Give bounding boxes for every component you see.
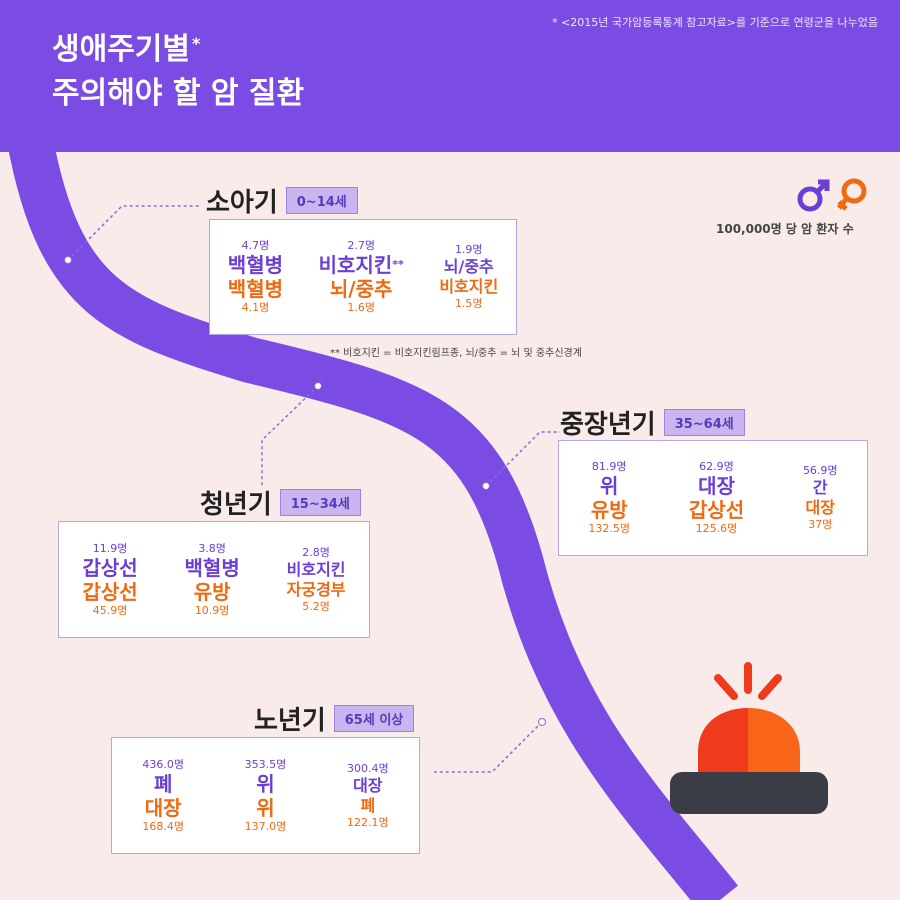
female-disease: 비호지킨 (439, 277, 499, 296)
gender-symbols-icon (797, 178, 867, 212)
abbreviation-footnote: ** 비호지킨 = 비호지킨림프종, 뇌/중추 = 뇌 및 중추신경계 (330, 348, 582, 359)
male-count: 81.9명 (591, 460, 627, 473)
stage-name: 소아기 (206, 188, 278, 218)
female-count: 168.4명 (142, 819, 184, 833)
stage-name: 노년기 (254, 706, 326, 736)
legend-label: 100,000명 당 암 환자 수 (716, 222, 854, 236)
male-disease: 대장 (698, 474, 735, 498)
siren-alarm-icon (670, 662, 828, 814)
rank-3: 300.4명 대장 폐 122.1명 (347, 762, 389, 830)
female-disease: 자궁경부 (286, 579, 346, 599)
male-disease: 갑상선 (82, 555, 138, 580)
male-count: 2.8명 (302, 545, 330, 559)
rank-1: 81.9명 위 유방 132.5명 (588, 460, 630, 536)
female-disease: 뇌/중추 (329, 277, 393, 301)
male-disease: 비호지킨 (286, 559, 346, 579)
male-count: 436.0명 (142, 757, 184, 771)
stage-range-badge: 65세 이상 (333, 705, 415, 732)
female-count: 37명 (808, 518, 833, 531)
female-disease: 유방 (590, 498, 628, 522)
male-disease: 위 (600, 474, 619, 498)
footnote-mark: ** (392, 258, 404, 271)
stage-child-title: 소아기 0~14세 (206, 182, 358, 219)
stage-middle-title: 중장년기 35~64세 (560, 404, 745, 441)
stage-youth-card: 11.9명 갑상선 갑상선 45.9명 3.8명 백혈병 유방 10.9명 2.… (58, 521, 370, 638)
stage-middle-card: 81.9명 위 유방 132.5명 62.9명 대장 갑상선 125.6명 56… (558, 440, 868, 556)
male-symbol-icon (797, 179, 830, 212)
stage-name: 청년기 (200, 490, 272, 520)
male-disease: 비호지킨 (318, 253, 393, 277)
male-count: 4.7명 (241, 239, 270, 252)
male-count: 62.9명 (699, 460, 734, 473)
female-disease: 백혈병 (227, 277, 283, 301)
title-line1: 생애주기별 (52, 32, 190, 67)
male-count: 11.9명 (92, 541, 128, 555)
female-count: 4.1명 (241, 301, 270, 314)
female-count: 125.6명 (695, 522, 738, 535)
stage-senior-card: 436.0명 폐 대장 168.4명 353.5명 위 위 137.0명 300… (111, 737, 420, 854)
rank-1: 11.9명 갑상선 갑상선 45.9명 (82, 542, 137, 618)
rank-2: 2.7명 비호지킨** 뇌/중추 1.6명 (319, 239, 404, 315)
rank-2: 62.9명 대장 갑상선 125.6명 (689, 460, 744, 536)
male-disease: 대장 (353, 775, 383, 795)
male-count: 1.9명 (454, 243, 483, 256)
male-disease: 폐 (153, 771, 173, 796)
header-banner (0, 0, 900, 152)
male-disease: 위 (256, 771, 275, 796)
female-count: 122.1명 (347, 815, 389, 829)
rank-3: 56.9명 간 대장 37명 (803, 464, 838, 532)
male-count: 353.5명 (244, 757, 287, 771)
stage-youth-title: 청년기 15~34세 (200, 484, 361, 521)
rank-2: 3.8명 백혈병 유방 10.9명 (185, 542, 240, 618)
female-disease: 폐 (360, 795, 376, 815)
male-count: 3.8명 (198, 541, 226, 555)
female-count: 1.5명 (454, 297, 483, 310)
male-disease: 백혈병 (227, 253, 283, 277)
male-disease: 백혈병 (184, 555, 240, 580)
male-count: 56.9명 (802, 464, 838, 477)
stage-range-badge: 0~14세 (285, 187, 358, 214)
female-count: 1.6명 (347, 301, 375, 314)
female-disease: 갑상선 (688, 498, 745, 522)
source-note: * <2015년 국가암등록통계 참고자료>를 기준으로 연령군을 나누었음 (552, 16, 878, 29)
stage-child-card: 4.7명 백혈병 백혈병 4.1명 2.7명 비호지킨** 뇌/중추 1.6명 … (209, 219, 517, 335)
page-title: 생애주기별* 주의해야 할 암 질환 (52, 28, 304, 116)
female-symbol-icon (837, 178, 867, 211)
stage-range-badge: 15~34세 (279, 489, 361, 516)
female-count: 5.2명 (302, 599, 330, 613)
female-disease: 갑상선 (82, 579, 138, 604)
stage-range-badge: 35~64세 (663, 409, 745, 436)
male-count: 2.7명 (347, 239, 375, 252)
title-line2: 주의해야 할 암 질환 (52, 76, 305, 111)
male-count: 300.4명 (347, 761, 389, 775)
rank-3: 1.9명 뇌/중추 비호지킨 1.5명 (439, 243, 498, 311)
rank-1: 4.7명 백혈병 백혈병 4.1명 (228, 239, 283, 315)
female-count: 132.5명 (588, 522, 631, 535)
rank-3: 2.8명 비호지킨 자궁경부 5.2명 (287, 546, 346, 614)
female-disease: 위 (256, 795, 275, 820)
female-count: 10.9명 (194, 603, 230, 617)
stage-senior-title: 노년기 65세 이상 (254, 700, 415, 737)
female-disease: 대장 (805, 498, 835, 517)
stage-name: 중장년기 (560, 410, 656, 440)
female-count: 137.0명 (244, 819, 287, 833)
male-disease: 간 (812, 478, 828, 497)
female-disease: 유방 (193, 579, 231, 604)
female-disease: 대장 (144, 795, 182, 820)
rank-2: 353.5명 위 위 137.0명 (245, 758, 287, 834)
male-disease: 뇌/중추 (443, 257, 494, 276)
rank-1: 436.0명 폐 대장 168.4명 (142, 758, 184, 834)
title-star: * (192, 34, 201, 53)
female-count: 45.9명 (92, 603, 128, 617)
